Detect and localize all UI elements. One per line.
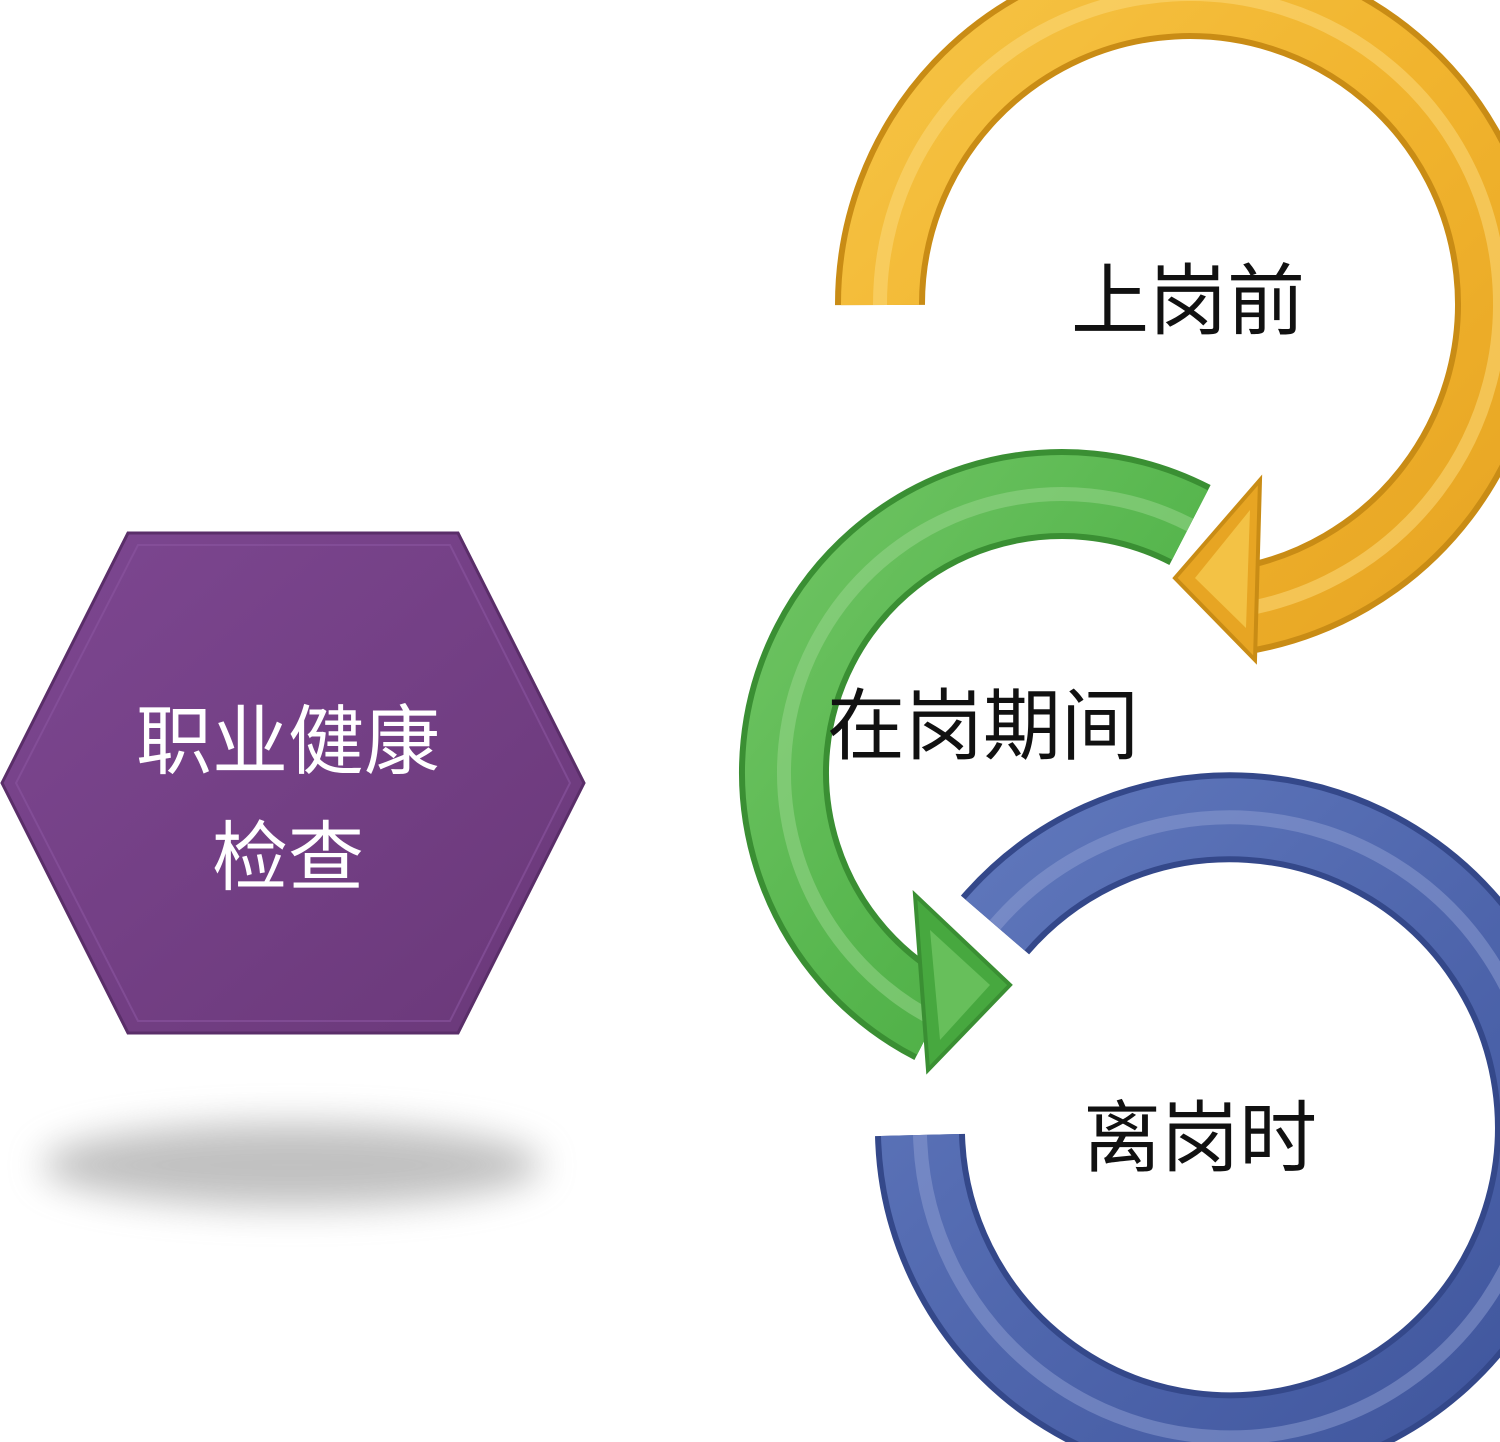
hexagon-title-line2: 检查 bbox=[212, 813, 364, 902]
stage-arrow-yellow bbox=[834, 0, 1500, 665]
hexagon-title-line1: 职业健康 bbox=[136, 697, 440, 786]
stage-label-pre-job: 上岗前 bbox=[1071, 257, 1305, 347]
stage-arrow-blue bbox=[875, 772, 1500, 1442]
stage-arrow-green bbox=[739, 449, 1211, 1075]
hexagon-shadow bbox=[42, 1123, 542, 1207]
hexagon: 职业健康 检查 bbox=[0, 531, 586, 1035]
stage-label-leaving-job: 离岗时 bbox=[1083, 1094, 1317, 1184]
stage-label-on-job: 在岗期间 bbox=[827, 682, 1139, 772]
